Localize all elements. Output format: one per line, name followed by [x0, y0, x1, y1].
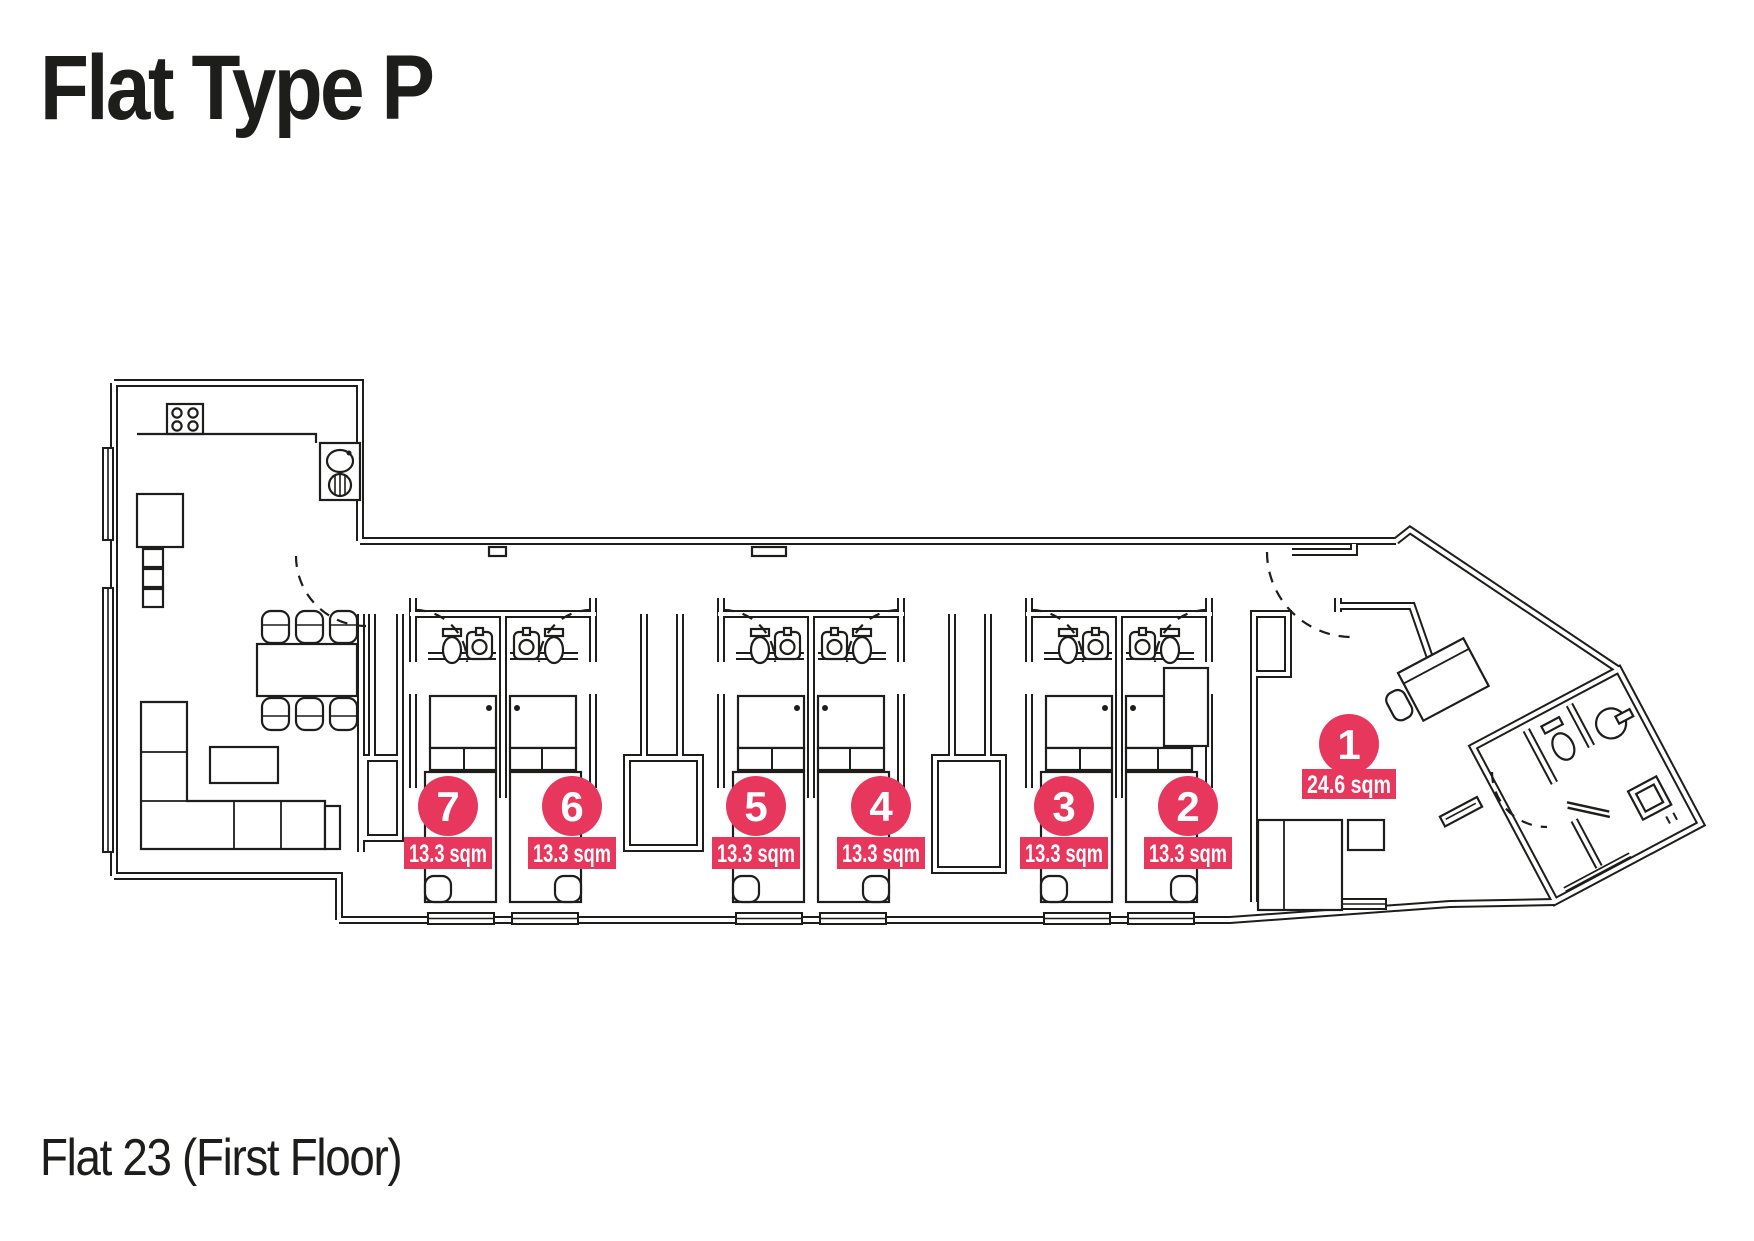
kitchen-unit [141, 587, 165, 609]
room-area-label: 13.3 sqm [533, 840, 611, 868]
chair-icon [294, 696, 325, 732]
bedside-shelf [861, 874, 891, 904]
room-badge-2: 2 13.3 sqm [1144, 776, 1232, 869]
room-area-box [1302, 769, 1396, 799]
chair-icon [294, 609, 325, 645]
room-number-label: 4 [869, 783, 893, 830]
corridor-column [487, 545, 508, 558]
kitchen-unit [141, 547, 165, 569]
desk-icon [1385, 636, 1491, 723]
door-swing-arc [1490, 771, 1548, 829]
room-number-label: 7 [436, 783, 459, 830]
toilet-icon [1539, 715, 1565, 736]
room-area-box [1144, 837, 1232, 869]
entry-bathroom-wing [1438, 707, 1678, 828]
shower-icon [1594, 707, 1628, 740]
bedside-shelf [1039, 874, 1069, 904]
page-title: Flat Type P [40, 37, 435, 139]
room-badge-4: 4 13.3 sqm [837, 776, 925, 869]
room-badge-6: 6 13.3 sqm [528, 776, 616, 869]
room-area-label: 13.3 sqm [1025, 840, 1103, 868]
bathroom-fixtures [1438, 707, 1678, 828]
sofa-arm [323, 804, 342, 851]
door-leaf [1566, 801, 1611, 819]
dining-table-icon [255, 642, 359, 698]
room-badge-1: 1 24.6 sqm [1302, 714, 1396, 799]
room-number-circle [542, 776, 602, 836]
corridor-column [750, 545, 788, 558]
room-1-area [1162, 636, 1491, 912]
desk-icon [816, 694, 886, 750]
room-number-circle [1034, 776, 1094, 836]
room-number-label: 2 [1176, 783, 1199, 830]
door-swing-arc [537, 608, 592, 663]
room-number-circle [726, 776, 786, 836]
cupboard-icon [1162, 666, 1210, 748]
window [1563, 852, 1632, 893]
room-badge-7: 7 13.3 sqm [404, 776, 492, 869]
door-swing-arc [1265, 551, 1353, 639]
kitchen-unit [135, 492, 185, 549]
room-number-circle [851, 776, 911, 836]
door-swing-arc [722, 608, 777, 663]
bed-icon [1256, 818, 1344, 912]
door-swing-arc [845, 608, 900, 663]
room-area-box [1020, 837, 1108, 869]
kitchen-counter [137, 432, 318, 443]
door-swing-arc [1030, 608, 1085, 663]
room-number-label: 1 [1337, 721, 1360, 768]
room-area-box [837, 837, 925, 869]
side-table-icon [1346, 818, 1386, 852]
room-area-label: 13.3 sqm [717, 840, 795, 868]
room-badge-3: 3 13.3 sqm [1020, 776, 1108, 869]
room-number-circle [1319, 714, 1379, 774]
chair-icon [328, 609, 359, 645]
bedside-shelf [423, 874, 453, 904]
room-number-label: 5 [744, 783, 767, 830]
room-area-box [404, 837, 492, 869]
kitchen-unit [141, 567, 165, 589]
chair-icon [328, 696, 359, 732]
coffee-table-icon [208, 745, 280, 785]
page-caption: Flat 23 (First Floor) [40, 1129, 403, 1187]
bedside-shelf [1169, 874, 1199, 904]
room-area-label: 13.3 sqm [842, 840, 920, 868]
door-swings [294, 551, 1548, 829]
living-dining-area [139, 545, 788, 851]
room-area-label: 24.6 sqm [1307, 771, 1391, 799]
desk-icon [736, 694, 806, 750]
room-badge-5: 5 13.3 sqm [712, 776, 800, 869]
room-number-circle [1158, 776, 1218, 836]
door-swing-arc [414, 608, 469, 663]
bedside-shelf [731, 874, 761, 904]
chair-icon [1385, 688, 1414, 722]
room-area-box [528, 837, 616, 869]
room-number-label: 3 [1052, 783, 1075, 830]
room-area-box [712, 837, 800, 869]
chair-icon [260, 609, 291, 645]
room-area-label: 13.3 sqm [409, 840, 487, 868]
desk-icon [1044, 694, 1114, 750]
desk-icon [508, 694, 578, 750]
room-badges: 1 24.6 sqm 2 13.3 sqm 3 13.3 sqm 4 13.3 sqm 5 13.… [404, 714, 1396, 869]
room-number-label: 6 [560, 783, 583, 830]
desk-icon [428, 694, 498, 750]
sofa-icon [139, 700, 327, 851]
room-number-circle [418, 776, 478, 836]
room-area-label: 13.3 sqm [1149, 840, 1227, 868]
hob-icon [165, 402, 205, 436]
bedside-shelf [553, 874, 583, 904]
chair-icon [260, 696, 291, 732]
door-swing-arc [1153, 608, 1208, 663]
kitchen-area [135, 402, 362, 609]
